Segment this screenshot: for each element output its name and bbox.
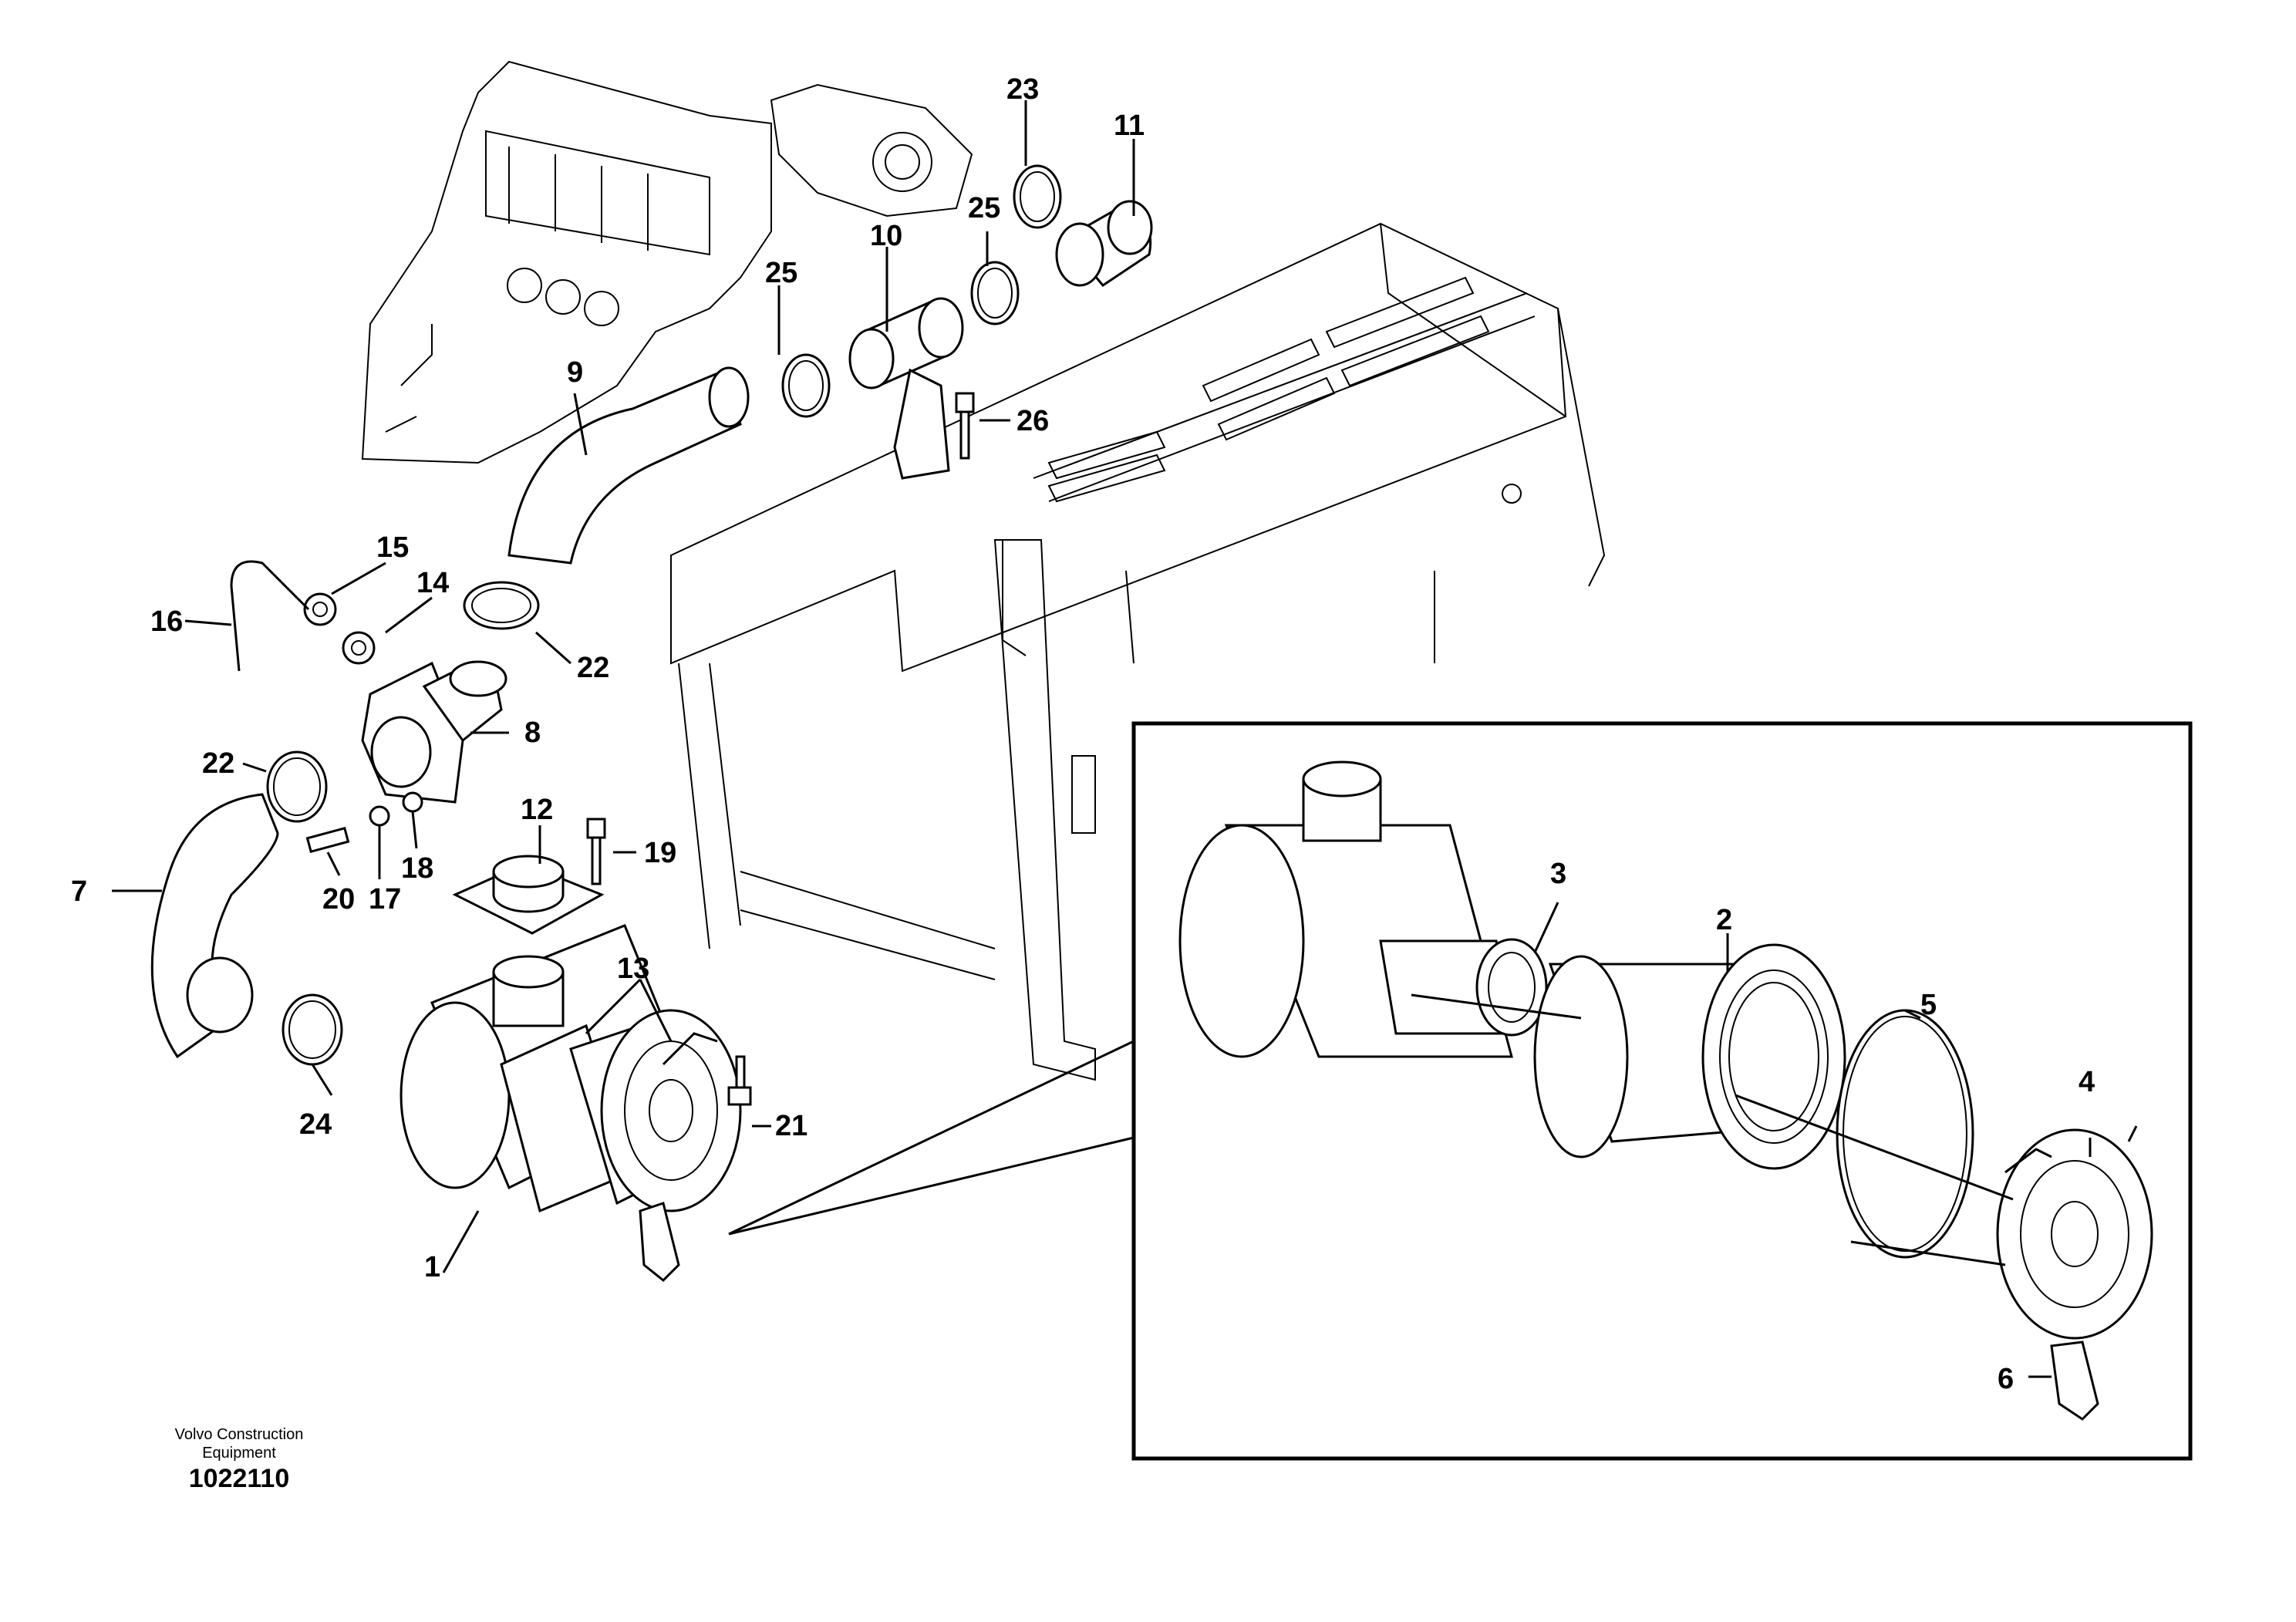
callout-15: 15 — [376, 531, 409, 564]
callout-12: 12 — [521, 794, 553, 826]
part-19-bolt — [586, 818, 606, 885]
callout-5: 5 — [1920, 989, 1937, 1021]
detail-part-5 — [1836, 1009, 1974, 1259]
callout-23: 23 — [1006, 73, 1039, 106]
callout-14: 14 — [416, 567, 449, 599]
callout-24: 24 — [299, 1108, 332, 1141]
callout-11: 11 — [1114, 110, 1145, 142]
part-26-bolt — [955, 392, 975, 460]
part-15-fitting — [303, 592, 337, 626]
callout-19: 19 — [644, 837, 676, 869]
part-14-fitting — [342, 631, 376, 665]
callout-6: 6 — [1998, 1363, 2014, 1395]
part-21-bolt — [727, 1055, 752, 1106]
leader-lines — [112, 100, 2092, 1378]
part-20-bolt — [305, 826, 350, 854]
callout-22-upper: 22 — [577, 652, 609, 684]
part-7-hose — [150, 793, 279, 1059]
detail-part-2 — [1533, 943, 1846, 1170]
part-12-flange — [452, 855, 605, 935]
callout-1: 1 — [424, 1251, 440, 1283]
callout-21: 21 — [775, 1110, 807, 1142]
callout-2: 2 — [1716, 904, 1732, 936]
callout-18: 18 — [401, 852, 433, 885]
callout-22-lower: 22 — [202, 747, 234, 780]
manufacturer-credit: Volvo Construction Equipment — [116, 1425, 362, 1462]
part-22-clamp-lower — [266, 750, 328, 823]
callout-25-upper: 25 — [968, 192, 1000, 224]
part-10-tube — [848, 297, 964, 480]
callout-9: 9 — [567, 356, 583, 389]
part-18-washer — [402, 791, 423, 813]
callout-labels: 1 2 3 4 5 6 7 8 9 10 11 12 13 14 15 16 1… — [71, 73, 2095, 1395]
part-8-adapter — [361, 660, 507, 804]
detail-part-3 — [1379, 938, 1548, 1037]
callout-13: 13 — [617, 953, 649, 985]
credit-line-1: Volvo Construction — [174, 1426, 304, 1443]
machine-frame — [670, 222, 1606, 1081]
credit-line-2: Equipment — [202, 1445, 276, 1462]
callout-20: 20 — [322, 883, 355, 916]
callout-26: 26 — [1017, 405, 1049, 437]
part-11-elbow — [1055, 200, 1153, 287]
detail-view — [728, 721, 2193, 1461]
callout-10: 10 — [870, 220, 902, 252]
part-17-washer — [369, 805, 390, 827]
callout-17: 17 — [369, 883, 401, 916]
part-9-hose — [507, 366, 750, 565]
callout-25-lower: 25 — [765, 257, 797, 289]
part-25-clamp-lower — [781, 353, 831, 418]
callout-7: 7 — [71, 875, 87, 908]
callout-3: 3 — [1550, 858, 1566, 890]
callout-16: 16 — [150, 605, 183, 638]
callout-4: 4 — [2079, 1066, 2095, 1098]
detail-part-6 — [2050, 1340, 2099, 1421]
part-25-clamp-upper — [970, 261, 1020, 325]
part-24-clamp — [282, 993, 343, 1066]
diagram-code: 1022110 — [188, 1464, 290, 1493]
part-23-clamp — [1013, 164, 1062, 229]
part-16-pipe — [230, 560, 310, 672]
callout-8: 8 — [524, 717, 541, 749]
part-22-clamp-upper — [463, 581, 540, 630]
part-1-air-filter — [400, 924, 742, 1283]
detail-part-4 — [1996, 1125, 2153, 1340]
